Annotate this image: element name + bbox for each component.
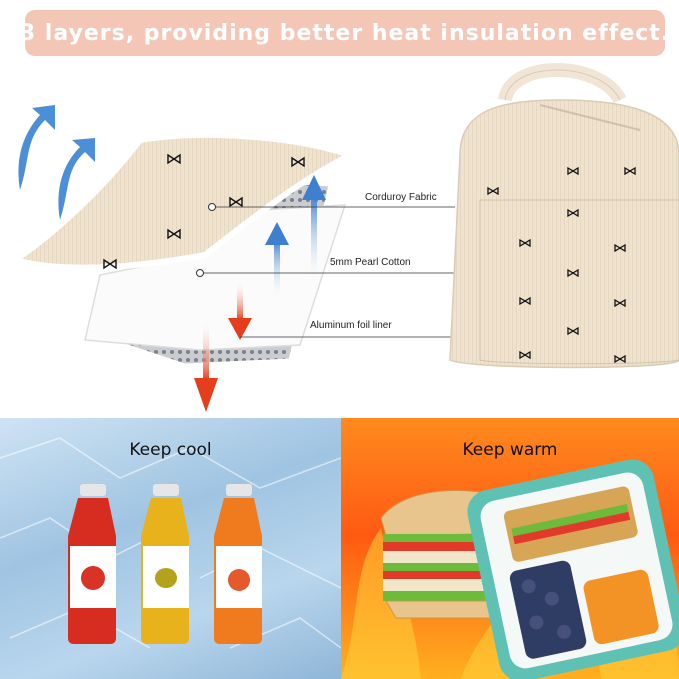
layer-diagram: Corduroy Fabric 5mm Pearl Cotton Aluminu… (0, 60, 679, 420)
keep-cool-title: Keep cool (129, 440, 212, 460)
keep-warm-panel: Keep warm (341, 418, 679, 679)
flame-background (341, 459, 679, 679)
arrow-up-icon (58, 138, 95, 220)
arrow-up-icon (302, 175, 326, 200)
layer-label-fabric: Corduroy Fabric (365, 192, 437, 203)
arrow-up-icon (18, 105, 55, 190)
bottle-icon (68, 484, 116, 644)
layer-label-pearl-cotton: 5mm Pearl Cotton (330, 257, 411, 268)
bottle-icon (214, 484, 262, 644)
headline-banner: 3 layers, providing better heat insulati… (20, 10, 669, 56)
layer-illustration (7, 63, 679, 412)
arrow-down-icon (194, 378, 218, 412)
lunch-bag-illustration (449, 63, 679, 369)
bow-icon (103, 153, 305, 270)
arrow-down-icon (228, 318, 252, 340)
keep-warm-title: Keep warm (462, 440, 558, 460)
headline-text: 3 layers, providing better heat insulati… (19, 20, 671, 46)
ice-background (0, 437, 341, 649)
arrow-up-icon (265, 222, 289, 245)
fabric-layer-shape (7, 132, 358, 271)
lunchbox-icon (467, 459, 679, 679)
layer-label-foil: Aluminum foil liner (310, 320, 392, 331)
bottle-icon (141, 484, 189, 644)
keep-cool-panel: Keep cool (0, 418, 341, 679)
